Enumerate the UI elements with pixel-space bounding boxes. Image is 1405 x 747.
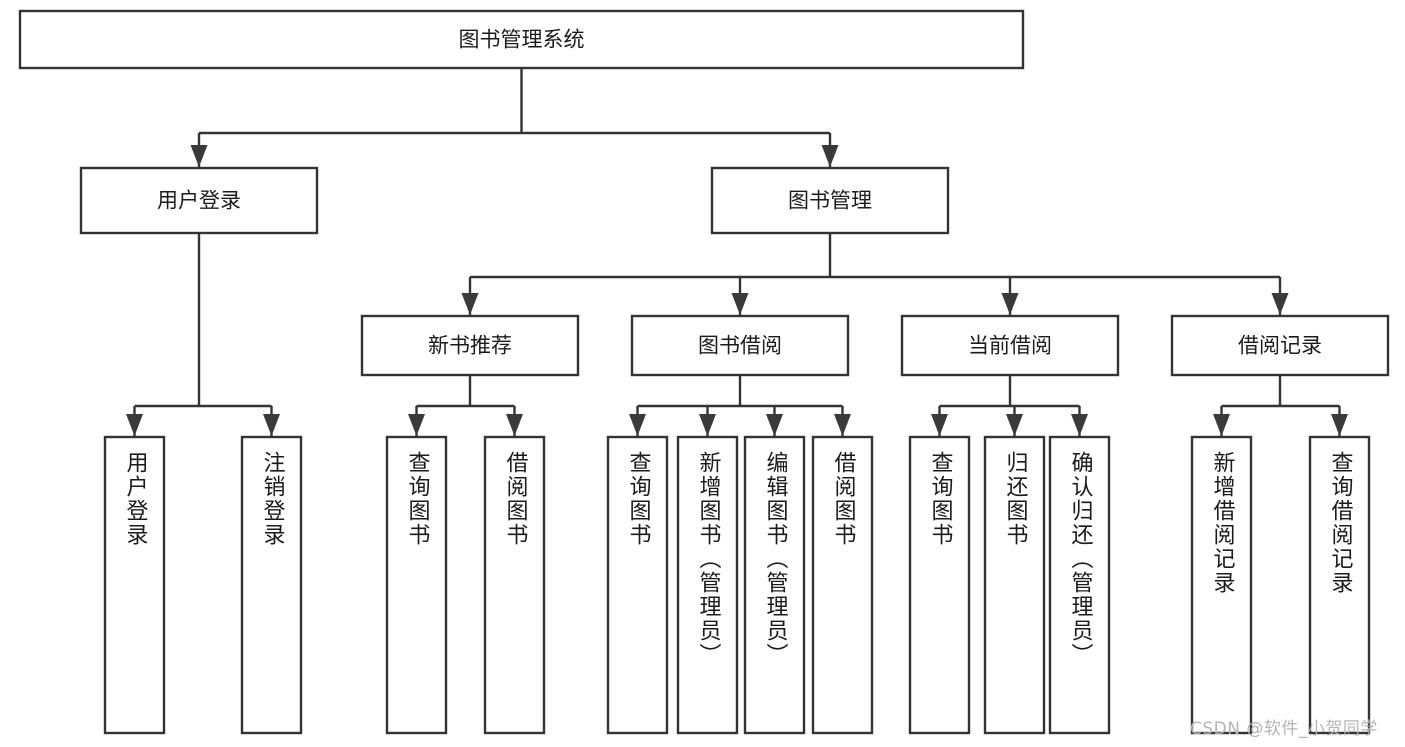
arrow-head-icon-leaf-query-book-1 (408, 414, 425, 436)
node-box-leaf-query-book-2[interactable] (606, 435, 669, 735)
node-label-book-borrow: 图书借阅 (698, 334, 782, 358)
arrow-head-icon-leaf-edit-book (766, 414, 783, 436)
arrow-head-icon-leaf-confirm-return (1071, 414, 1088, 436)
arrow-head-icon-new-book-rec (461, 293, 479, 315)
arrow-head-icon-leaf-query-book-3 (931, 414, 948, 436)
arrow-head-icon-user-login (190, 145, 208, 167)
node-box-leaf-logout[interactable] (240, 435, 303, 735)
node-box-leaf-return-book[interactable] (983, 435, 1046, 735)
node-box-leaf-confirm-return[interactable] (1048, 435, 1111, 735)
arrow-head-icon-leaf-add-record (1213, 414, 1230, 436)
node-box-current-borrow[interactable] (900, 314, 1120, 377)
node-label-borrow-record: 借阅记录 (1238, 334, 1322, 358)
node-box-leaf-add-record[interactable] (1190, 435, 1253, 735)
arrow-head-icon-current-borrow (1001, 293, 1019, 315)
node-box-leaf-query-book-3[interactable] (908, 435, 971, 735)
arrow-head-icon-leaf-logout (263, 414, 280, 436)
arrow-head-icon-leaf-add-book (699, 414, 716, 436)
node-box-leaf-borrow-book-2[interactable] (811, 435, 874, 735)
boxes-layer (18, 9, 1390, 735)
node-label-current-borrow: 当前借阅 (968, 334, 1052, 358)
node-label-user-login: 用户登录 (157, 189, 241, 213)
node-box-leaf-borrow-book-1[interactable] (483, 435, 546, 735)
node-box-user-login[interactable] (79, 166, 319, 235)
connectors-layer (126, 68, 1348, 436)
node-box-leaf-query-book-1[interactable] (385, 435, 448, 735)
node-box-book-borrow[interactable] (630, 314, 850, 377)
node-box-leaf-query-record[interactable] (1308, 435, 1371, 735)
arrow-head-icon-leaf-return-book (1006, 414, 1023, 436)
arrow-head-icon-leaf-borrow-book-1 (506, 414, 523, 436)
arrow-head-icon-leaf-user-login (126, 414, 143, 436)
arrow-head-icon-leaf-query-book-2 (629, 414, 646, 436)
node-box-new-book-rec[interactable] (360, 314, 580, 377)
node-box-root[interactable] (18, 9, 1025, 70)
node-box-borrow-record[interactable] (1170, 314, 1390, 377)
node-box-leaf-add-book[interactable] (676, 435, 739, 735)
arrow-head-icon-leaf-query-record (1331, 414, 1348, 436)
watermark-text: CSDN @软件_小贺同学 (1190, 719, 1378, 739)
arrow-head-icon-book-manage (821, 145, 839, 167)
arrow-head-icon-borrow-record (1271, 293, 1289, 315)
node-box-leaf-user-login[interactable] (103, 435, 166, 735)
arrow-head-icon-book-borrow (731, 293, 749, 315)
node-label-new-book-rec: 新书推荐 (428, 334, 512, 358)
node-label-book-manage: 图书管理 (788, 189, 872, 213)
arrow-head-icon-leaf-borrow-book-2 (834, 414, 851, 436)
node-box-leaf-edit-book[interactable] (743, 435, 806, 735)
node-box-book-manage[interactable] (710, 166, 950, 235)
node-label-root: 图书管理系统 (459, 28, 585, 52)
